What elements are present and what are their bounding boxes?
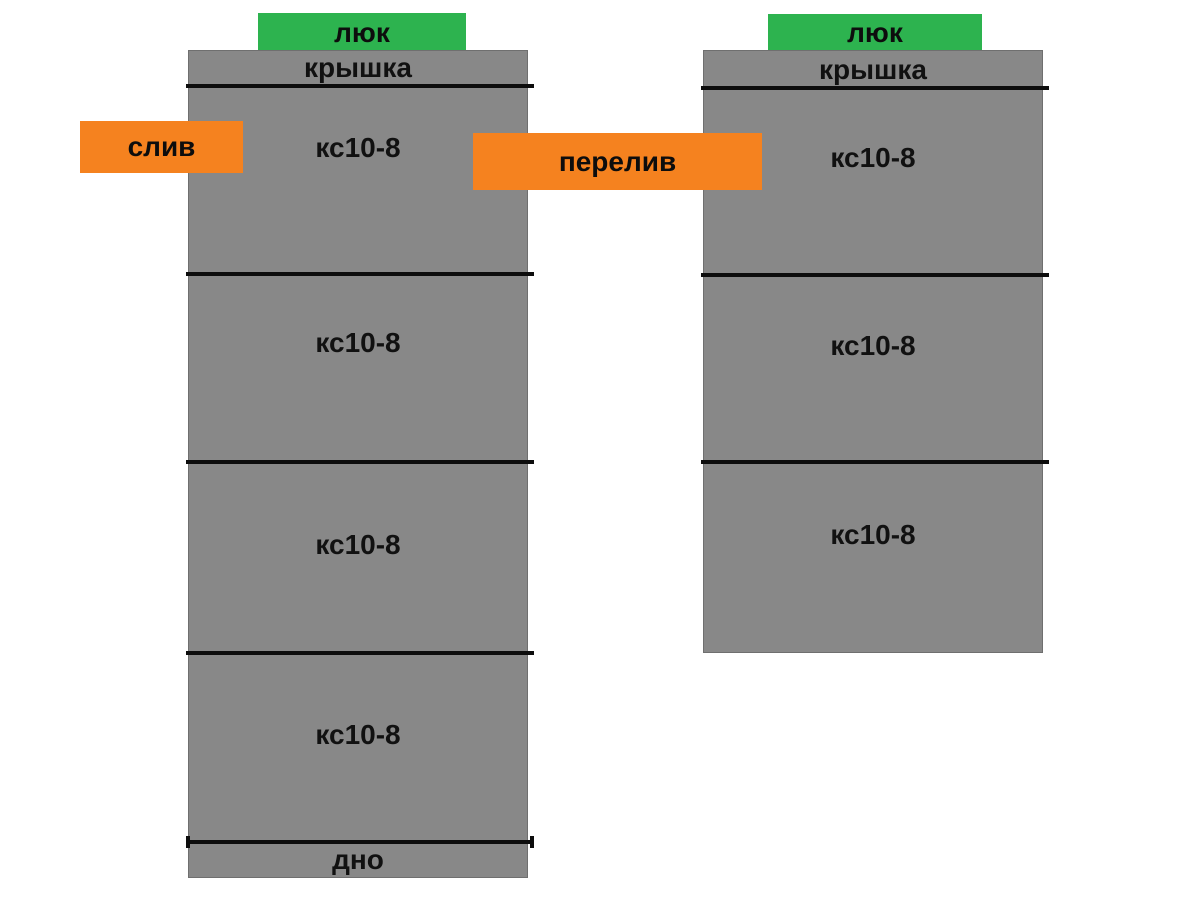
overflow-label-text: перелив	[558, 145, 677, 177]
right-well-ring-2-label: кс10-8	[830, 330, 916, 361]
left-well-cover-label: крышка	[304, 52, 412, 83]
left-well-body	[188, 50, 528, 878]
right-well-ring-1-label: кс10-8	[830, 142, 916, 173]
left-well-ring-3-label: кс10-8	[315, 529, 401, 560]
left-well-ring-divider-line	[186, 651, 534, 655]
right-well-ring-divider-line	[701, 273, 1049, 277]
left-well-ring-1-label: кс10-8	[315, 132, 401, 163]
left-well-cover-divider-line	[186, 84, 534, 88]
right-well-cover-divider-line	[701, 86, 1049, 90]
left-well-ring-divider-line	[186, 460, 534, 464]
overflow-pipe-label: перелив	[473, 133, 762, 190]
drain-label-text: слив	[127, 131, 196, 162]
left-well-bottom-label: дно	[332, 844, 384, 875]
left-well-ring-4-label: кс10-8	[315, 719, 401, 750]
right-well-manhole-hatch: люк	[768, 14, 982, 52]
dimension-tick	[186, 836, 190, 848]
left-well-bottom-line	[186, 836, 534, 848]
right-well-ring-divider-line	[701, 460, 1049, 464]
left-well-ring-2-label: кс10-8	[315, 327, 401, 358]
left-well-manhole-hatch: люк	[258, 13, 466, 52]
right-well-ring-3-label: кс10-8	[830, 519, 916, 550]
left-well-ring-divider-line	[186, 272, 534, 276]
left-well-hatch-label: люк	[334, 16, 390, 48]
drain-pipe-label: слив	[80, 121, 243, 173]
right-well-hatch-label: люк	[847, 17, 903, 48]
dimension-tick	[530, 836, 534, 848]
right-well-cover-label: крышка	[819, 54, 927, 85]
